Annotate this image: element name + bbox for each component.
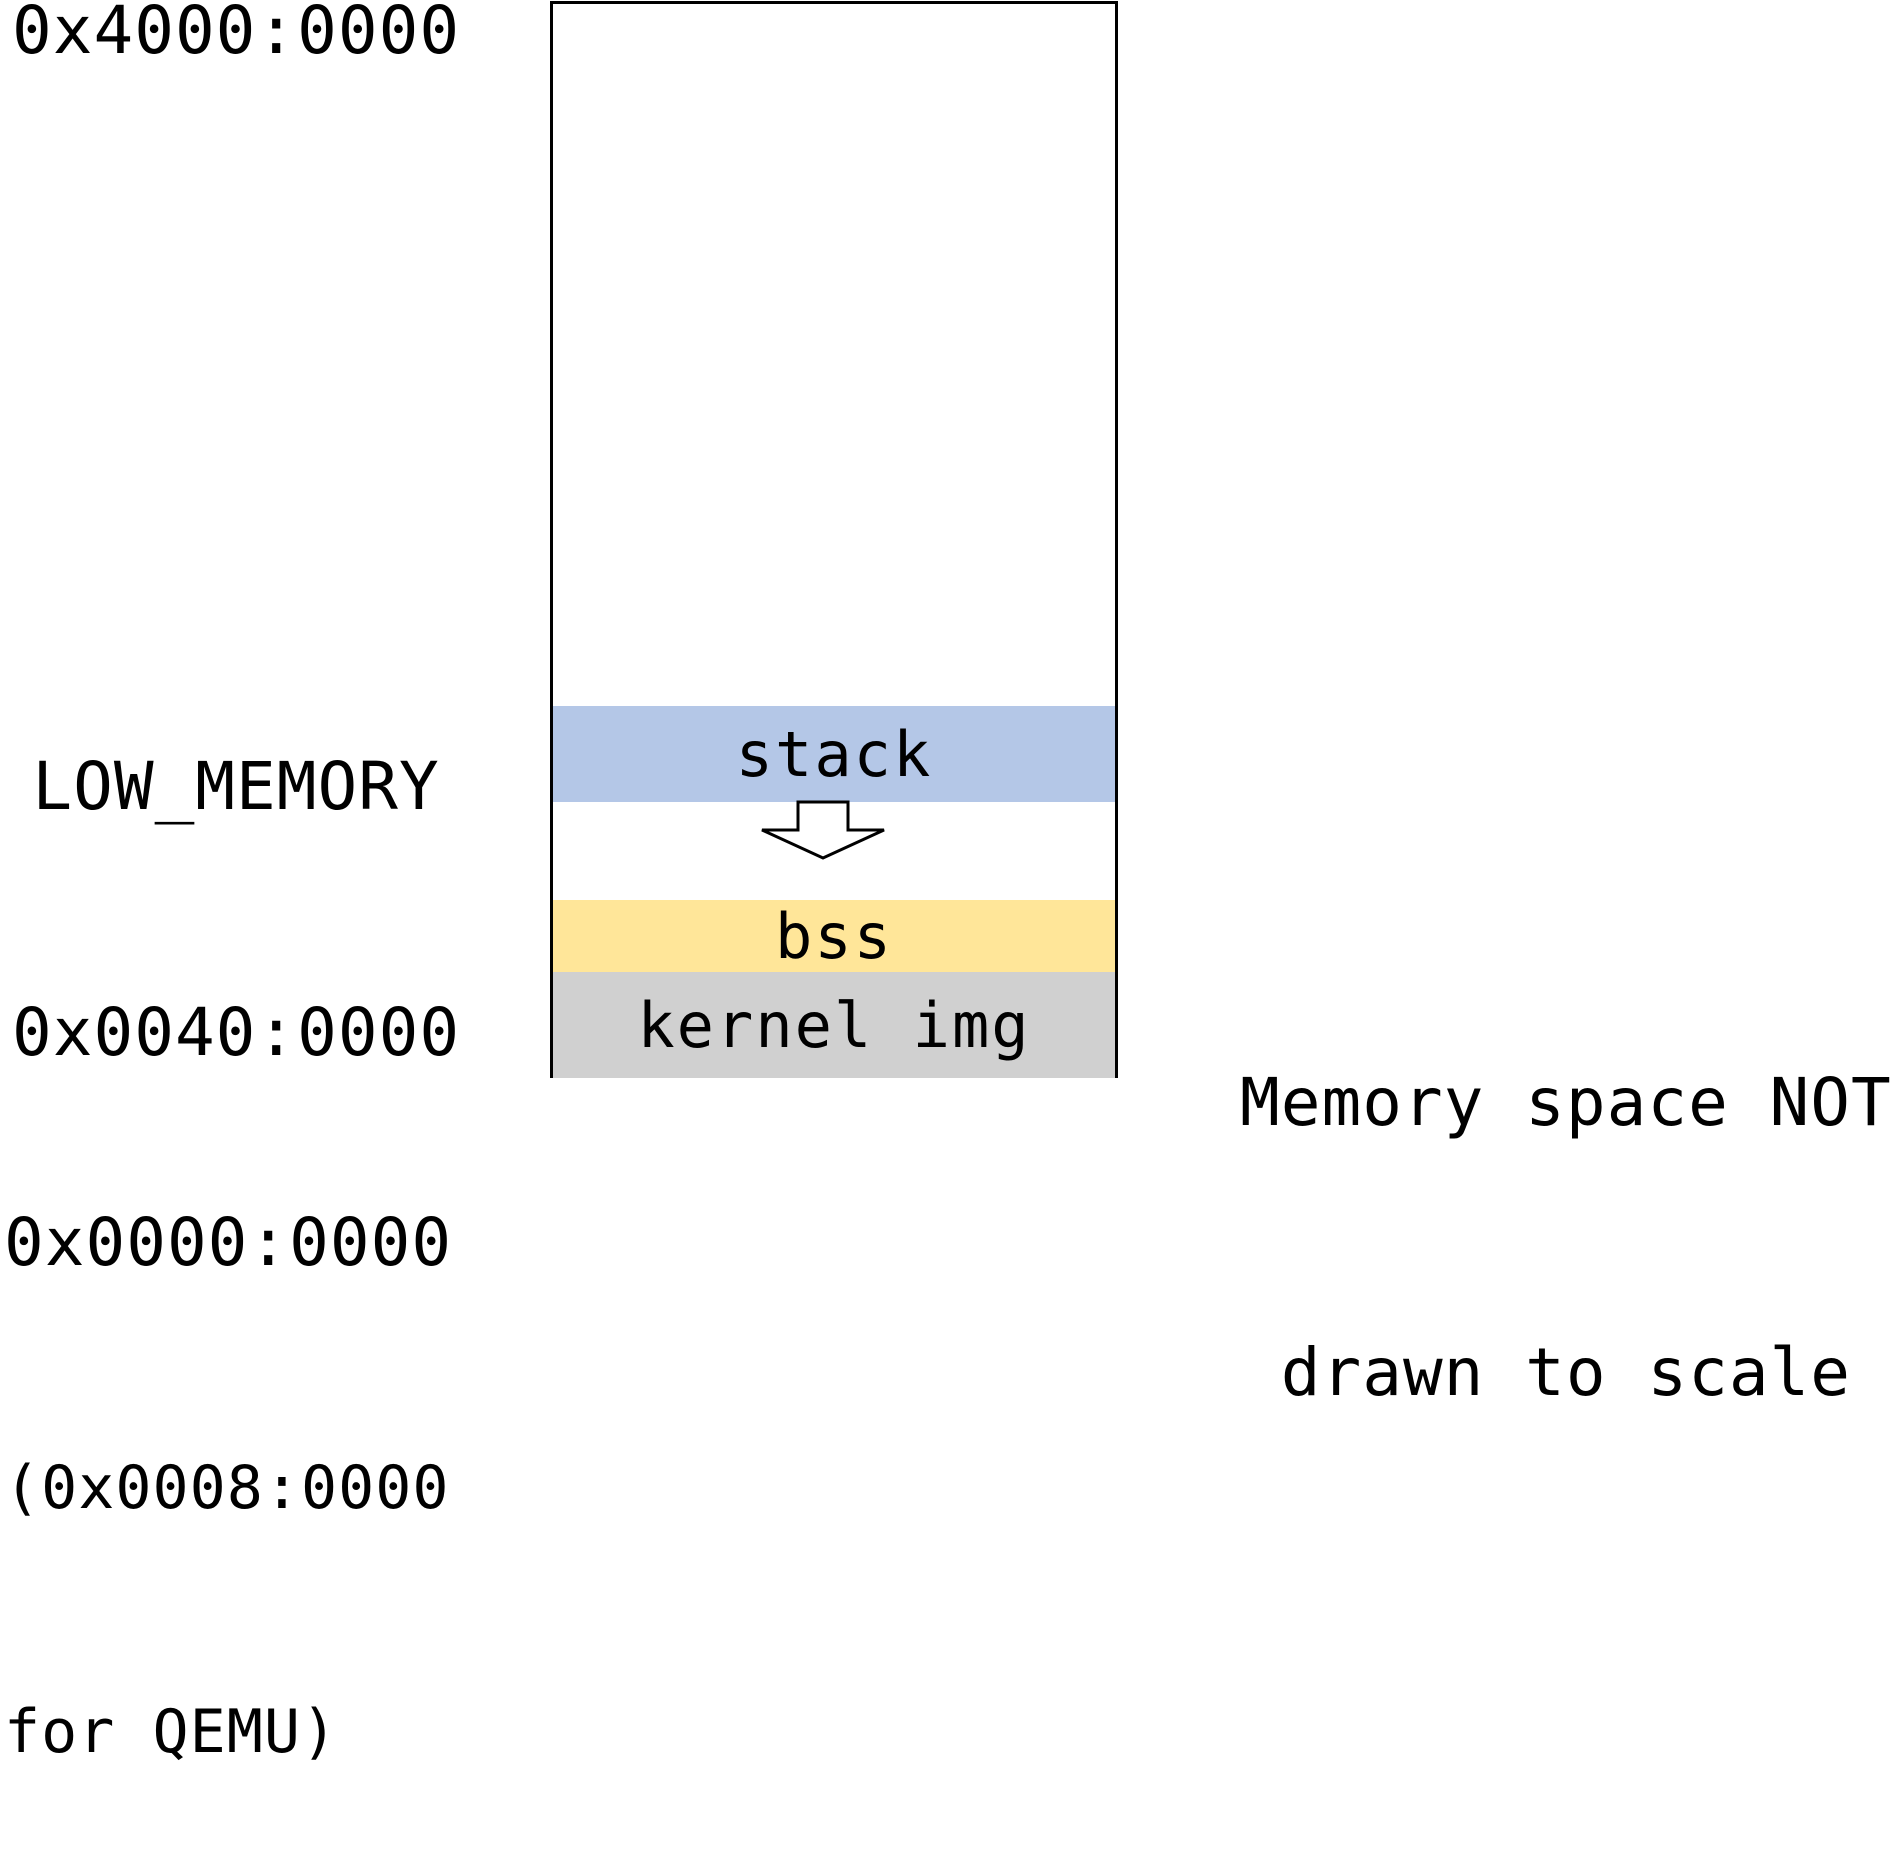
- low-memory-label-group: LOW_MEMORY 0x0040:0000: [12, 582, 460, 1156]
- bss-region: bss: [553, 899, 1115, 973]
- scale-note: Memory space NOT drawn to scale: [1240, 878, 1892, 1508]
- low-memory-address: 0x0040:0000: [12, 994, 461, 1071]
- kernel-img-region: kernel img: [553, 972, 1115, 1078]
- base-address-group: 0x0000:0000 (0x0008:0000 for QEMU): [4, 1038, 452, 1854]
- base-address: 0x0000:0000: [4, 1204, 453, 1281]
- scale-note-line1: Memory space NOT: [1240, 1064, 1892, 1141]
- low-memory-label: LOW_MEMORY: [32, 748, 440, 825]
- bss-label: bss: [775, 899, 893, 973]
- stack-region: stack: [553, 706, 1115, 802]
- memory-map: stack bss kernel img: [550, 1, 1118, 1078]
- kernel-img-label: kernel img: [637, 988, 1031, 1062]
- address-top: 0x4000:0000: [12, 0, 461, 69]
- scale-note-line2: drawn to scale: [1280, 1334, 1852, 1411]
- base-address-qemu-line1: (0x0008:0000: [4, 1453, 450, 1523]
- stack-label: stack: [735, 717, 933, 791]
- down-arrow-icon: [761, 800, 885, 860]
- base-address-qemu-line2: for QEMU): [4, 1697, 339, 1767]
